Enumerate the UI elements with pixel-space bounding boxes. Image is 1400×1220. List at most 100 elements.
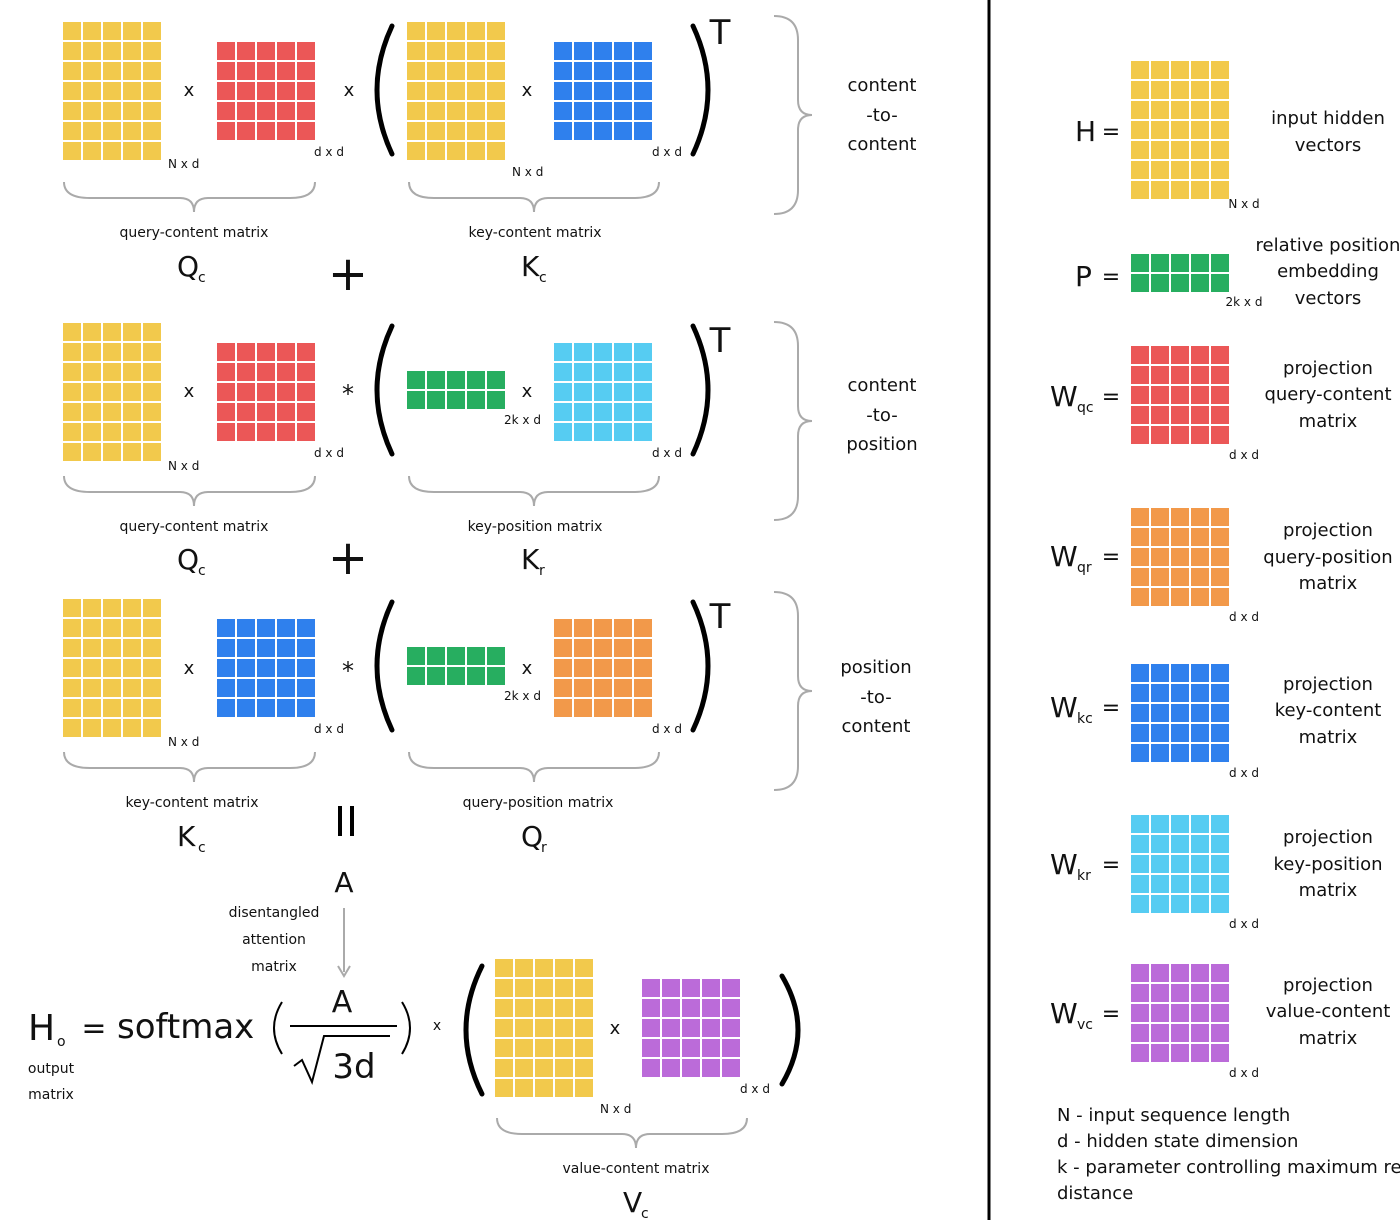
legend-matrix	[1131, 61, 1229, 199]
open-paren	[374, 323, 395, 457]
row-position-to-content: x * x N x d d x d 2k x d d x d T key-con…	[63, 591, 912, 856]
legend-desc-line: vectors	[1295, 135, 1361, 156]
times-op: x	[433, 1018, 441, 1034]
equals-op: =	[1102, 120, 1120, 145]
transpose-mark: T	[709, 597, 731, 637]
attention-note: attention	[242, 932, 306, 948]
side-label-line: -to-	[860, 687, 891, 708]
underbrace	[63, 751, 316, 783]
legend-desc-line: projection	[1283, 358, 1373, 379]
position-matrix	[407, 371, 505, 409]
side-brace	[773, 321, 813, 521]
plus-op: +	[328, 246, 368, 302]
legend-symbol: H	[1075, 115, 1096, 148]
value-matrix-label: value-content matrix	[563, 1161, 710, 1177]
hidden-matrix	[63, 323, 161, 461]
open-paren	[374, 599, 395, 733]
wqc-matrix	[217, 343, 315, 441]
sqrt-sign	[293, 1035, 390, 1085]
legend-desc-line: key-position	[1274, 854, 1383, 875]
close-paren	[690, 323, 711, 457]
side-label-line: -to-	[866, 405, 897, 426]
times-op: x	[184, 381, 195, 402]
underbrace	[408, 475, 660, 507]
dim-label: N x d	[600, 1102, 631, 1116]
side-label-line: content	[848, 134, 917, 155]
underbrace	[496, 1117, 748, 1149]
wqc-matrix	[217, 42, 315, 140]
times-op: x	[610, 1018, 621, 1039]
legend-desc-line: query-content	[1264, 384, 1391, 405]
times-op: x	[184, 658, 195, 679]
transpose-mark: T	[709, 13, 731, 53]
legend-matrix	[1131, 664, 1229, 762]
matrix-grids	[63, 22, 740, 1097]
wvc-matrix	[642, 979, 740, 1077]
right-symbol-sub: r	[539, 563, 545, 579]
left-symbol: Q	[177, 250, 199, 283]
equals-op: =	[1102, 853, 1120, 878]
side-label-line: position	[840, 657, 911, 678]
left-symbol-sub: c	[198, 563, 206, 579]
side-label-line: content	[848, 75, 917, 96]
legend-matrix	[1131, 254, 1229, 292]
equals-op: =	[81, 1011, 106, 1046]
left-matrix-label: query-content matrix	[120, 519, 269, 535]
legend-desc-line: projection	[1283, 827, 1373, 848]
underbrace	[408, 751, 660, 783]
hidden-matrix	[63, 22, 161, 160]
right-symbol-sub: r	[541, 840, 547, 856]
legend-desc-line: input hidden	[1271, 108, 1385, 129]
wkr-matrix	[554, 343, 652, 441]
right-symbol-sub: c	[539, 270, 547, 286]
legend-symbol-sub: qr	[1077, 560, 1092, 576]
legend-matrix	[1131, 346, 1229, 444]
note-line: distance	[1057, 1183, 1133, 1204]
equals-op: =	[1102, 1002, 1120, 1027]
legend-desc-line: embedding	[1277, 261, 1379, 282]
left-symbol: K	[177, 820, 196, 853]
wkc-matrix	[554, 42, 652, 140]
note-line: N - input sequence length	[1057, 1105, 1290, 1126]
open-paren	[463, 963, 485, 1097]
legend-symbol-sub: vc	[1077, 1017, 1093, 1033]
dim-label: d x d	[652, 145, 682, 159]
dim-label: d x d	[314, 145, 344, 159]
right-symbol: K	[521, 543, 540, 576]
legend-matrix	[1131, 964, 1229, 1062]
legend-symbol: W	[1050, 848, 1078, 881]
side-label-line: content	[842, 716, 911, 737]
position-matrix	[407, 647, 505, 685]
legend-desc-line: matrix	[1299, 880, 1358, 901]
legend-desc-line: vectors	[1295, 288, 1361, 309]
right-matrix-label: key-position matrix	[468, 519, 603, 535]
left-matrix-label: query-content matrix	[120, 225, 269, 241]
times-op: x	[522, 658, 533, 679]
side-brace	[773, 591, 813, 791]
fraction-denominator: 3d	[332, 1047, 375, 1087]
legend-symbol: W	[1050, 997, 1078, 1030]
dim-label: N x d	[168, 735, 199, 749]
row-content-to-position: x * x N x d d x d 2k x d d x d T query-c…	[63, 321, 918, 579]
softmax-label: softmax	[117, 1007, 254, 1047]
row-content-to-content: x x x N x d d x d N x d d x d T query-co…	[63, 13, 917, 286]
dim-label: d x d	[1229, 448, 1259, 462]
star-op: *	[342, 380, 354, 408]
legend-desc-line: projection	[1283, 520, 1373, 541]
left-symbol-sub: c	[198, 270, 206, 286]
star-op: *	[342, 657, 354, 685]
legend-matrix	[1131, 815, 1229, 913]
dim-label: d x d	[1229, 610, 1259, 624]
side-label-line: content	[848, 375, 917, 396]
legend-desc-line: query-position	[1263, 547, 1392, 568]
close-paren	[779, 973, 801, 1087]
dim-label: d x d	[314, 722, 344, 736]
softmax-open-paren	[273, 1001, 283, 1055]
equals-op: =	[1102, 545, 1120, 570]
dim-label: 2k x d	[504, 413, 541, 427]
dim-label: d x d	[1229, 917, 1259, 931]
